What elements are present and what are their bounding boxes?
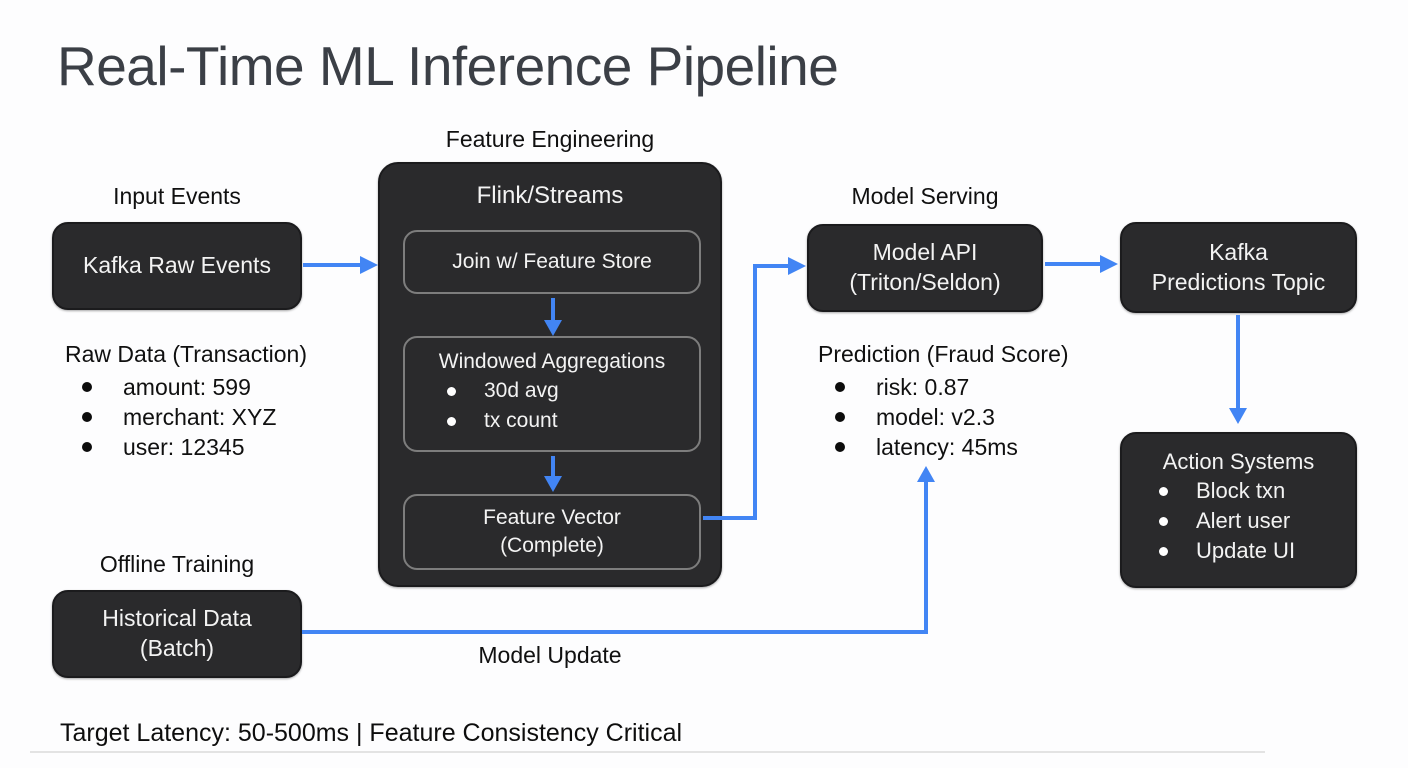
node-label: Kafka Raw Events [83, 252, 271, 279]
list-item: latency: 45ms [818, 432, 1069, 462]
node-label-line2: (Complete) [500, 534, 604, 557]
list-item: merchant: XYZ [65, 402, 307, 432]
node-label: Windowed Aggregations [438, 350, 666, 373]
node-label-line1: Feature Vector [483, 505, 621, 529]
list-item-label: 30d avg [484, 379, 559, 403]
arrow-join-to-windowed-line [551, 298, 555, 322]
list-item: Alert user [1122, 507, 1355, 537]
node-label-line1: Kafka [1209, 238, 1268, 265]
list-item-label: latency: 45ms [876, 433, 1018, 460]
bullet-icon [835, 412, 845, 422]
annotation-raw-data: Raw Data (Transaction) amount: 599 merch… [65, 341, 307, 462]
arrow-predictions-to-actions-head [1229, 408, 1247, 424]
list-item-label: Block txn [1196, 478, 1286, 504]
arrow-join-to-windowed-head [544, 320, 562, 336]
bullet-icon [447, 386, 456, 396]
bullet-icon [835, 442, 845, 452]
connector-vector-seg1 [703, 516, 757, 520]
action-list: Block txn Alert user Update UI [1122, 477, 1355, 567]
arrow-input-to-flink-head [360, 256, 378, 274]
node-label-line2: (Triton/Seldon) [849, 269, 1001, 295]
bullet-icon [82, 412, 92, 422]
node-label-line1: Historical Data [102, 605, 252, 632]
list-item: risk: 0.87 [818, 372, 1069, 402]
arrow-predictions-to-actions-line [1236, 315, 1240, 410]
list-item: user: 12345 [65, 432, 307, 462]
list-item-label: merchant: XYZ [123, 403, 277, 430]
list-item: amount: 599 [65, 372, 307, 402]
node-kafka-raw-events: Kafka Raw Events [52, 222, 302, 310]
label-model-update: Model Update [478, 642, 622, 668]
annotation-title: Prediction (Fraud Score) [818, 341, 1069, 367]
arrow-vector-to-modelapi-head [788, 257, 806, 275]
windowed-list: 30d avg tx count [405, 376, 699, 436]
node-label-line1: Model API [872, 239, 978, 266]
label-offline-training: Offline Training [99, 551, 255, 577]
label-feature-engineering: Feature Engineering [445, 126, 655, 152]
footer-note: Target Latency: 50-500ms | Feature Consi… [60, 719, 683, 747]
node-join-feature-store: Join w/ Feature Store [403, 230, 701, 294]
annotation-title: Raw Data (Transaction) [65, 341, 308, 367]
list-item-label: Alert user [1196, 508, 1291, 534]
prediction-list: risk: 0.87 model: v2.3 latency: 45ms [818, 372, 1069, 462]
list-item: 30d avg [405, 376, 699, 406]
bullet-icon [1159, 487, 1168, 497]
bullet-icon [1159, 517, 1168, 527]
label-model-serving: Model Serving [851, 183, 999, 209]
node-flink-streams: Flink/Streams Join w/ Feature Store Wind… [378, 162, 722, 587]
list-item-label: tx count [484, 409, 558, 433]
arrow-modelapi-to-predictions-head [1100, 255, 1118, 273]
list-item: tx count [405, 406, 699, 436]
node-action-systems: Action Systems Block txn Alert user Upda… [1120, 432, 1357, 588]
node-label: Action Systems [1162, 449, 1315, 474]
raw-data-list: amount: 599 merchant: XYZ user: 12345 [65, 372, 307, 462]
list-item-label: amount: 599 [123, 373, 251, 400]
node-historical-data: Historical Data (Batch) [52, 590, 302, 678]
node-model-api: Model API (Triton/Seldon) [807, 224, 1043, 312]
list-item: Block txn [1122, 477, 1355, 507]
list-item: Update UI [1122, 537, 1355, 567]
bottom-divider [30, 751, 1265, 753]
label-input-events: Input Events [113, 183, 241, 209]
bullet-icon [835, 382, 845, 392]
node-feature-vector: Feature Vector (Complete) [403, 494, 701, 570]
node-label-line2: (Batch) [139, 635, 215, 661]
node-label-line2: Predictions Topic [1151, 268, 1326, 295]
arrow-modelapi-to-predictions-line [1045, 262, 1101, 266]
list-item: model: v2.3 [818, 402, 1069, 432]
connector-vector-seg3 [757, 264, 789, 268]
list-item-label: user: 12345 [123, 433, 245, 460]
arrow-windowed-to-vector-line [551, 456, 555, 478]
arrow-model-update-head [917, 466, 935, 482]
connector-vector-seg2 [753, 264, 757, 520]
bullet-icon [447, 416, 456, 426]
bullet-icon [82, 442, 92, 452]
flink-title: Flink/Streams [476, 182, 624, 209]
page-title: Real-Time ML Inference Pipeline [57, 35, 839, 97]
node-windowed-aggregations: Windowed Aggregations 30d avg tx count [403, 336, 701, 452]
annotation-prediction: Prediction (Fraud Score) risk: 0.87 mode… [818, 341, 1069, 462]
list-item-label: model: v2.3 [876, 403, 995, 430]
node-label: Join w/ Feature Store [452, 249, 652, 273]
list-item-label: Update UI [1196, 538, 1296, 564]
node-kafka-predictions-topic: Kafka Predictions Topic [1120, 222, 1357, 313]
connector-model-update-seg1 [302, 630, 928, 634]
arrow-input-to-flink-line [303, 263, 362, 267]
connector-model-update-seg2 [924, 480, 928, 632]
bullet-icon [82, 382, 92, 392]
list-item-label: risk: 0.87 [876, 373, 970, 400]
arrow-windowed-to-vector-head [544, 476, 562, 492]
bullet-icon [1159, 547, 1168, 557]
